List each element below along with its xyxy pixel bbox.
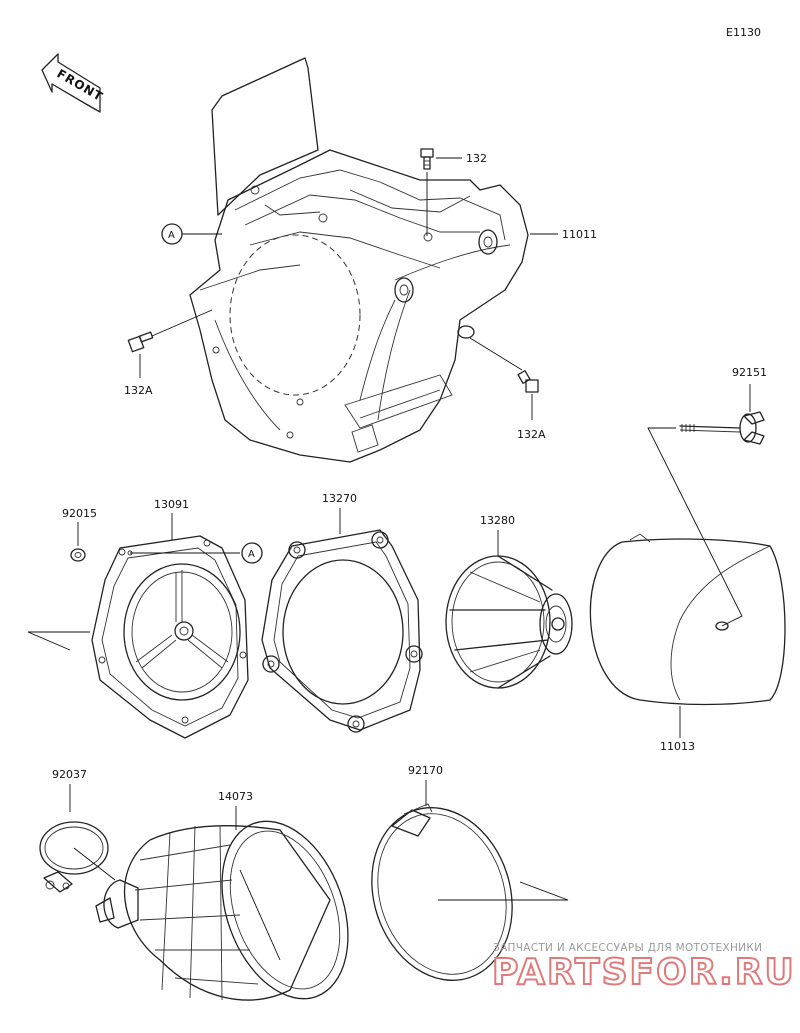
front-arrow-label: FRONT bbox=[55, 66, 106, 104]
label-132: 132 bbox=[466, 152, 487, 165]
intake-duct bbox=[95, 820, 349, 1001]
bolt-132a-left-icon bbox=[127, 331, 154, 353]
label-11011: 11011 bbox=[562, 228, 597, 241]
callout-a-top: A bbox=[168, 230, 175, 241]
label-132a-right: 132A bbox=[517, 428, 546, 441]
label-11013: 11013 bbox=[660, 740, 695, 753]
label-13091: 13091 bbox=[154, 498, 189, 511]
small-clamp bbox=[39, 821, 109, 893]
front-arrow-icon: FRONT bbox=[41, 53, 106, 113]
label-13280: 13280 bbox=[480, 514, 515, 527]
filter-holder bbox=[91, 535, 249, 739]
filter-cage bbox=[445, 555, 573, 689]
watermark-tagline: ЗАПЧАСТИ И АКСЕССУАРЫ ДЛЯ МОТОТЕХНИКИ bbox=[493, 942, 762, 954]
label-92151: 92151 bbox=[732, 366, 767, 379]
label-92015: 92015 bbox=[62, 507, 97, 520]
bolt-132-icon bbox=[420, 148, 434, 170]
large-clamp bbox=[371, 803, 513, 981]
label-14073: 14073 bbox=[218, 790, 253, 803]
label-132a-left: 132A bbox=[124, 384, 153, 397]
nut-icon bbox=[70, 548, 86, 562]
diagram-code: E1130 bbox=[726, 26, 761, 39]
wing-bolt-icon bbox=[679, 411, 765, 445]
watermark-brand: PARTSFOR.RU bbox=[492, 952, 796, 993]
label-92037: 92037 bbox=[52, 768, 87, 781]
gasket bbox=[261, 529, 423, 733]
airbox-housing bbox=[189, 57, 529, 463]
callout-a-bottom: A bbox=[248, 549, 255, 560]
filter-element bbox=[589, 533, 786, 706]
label-92170: 92170 bbox=[408, 764, 443, 777]
bolt-132a-right-icon bbox=[517, 370, 539, 393]
label-13270: 13270 bbox=[322, 492, 357, 505]
